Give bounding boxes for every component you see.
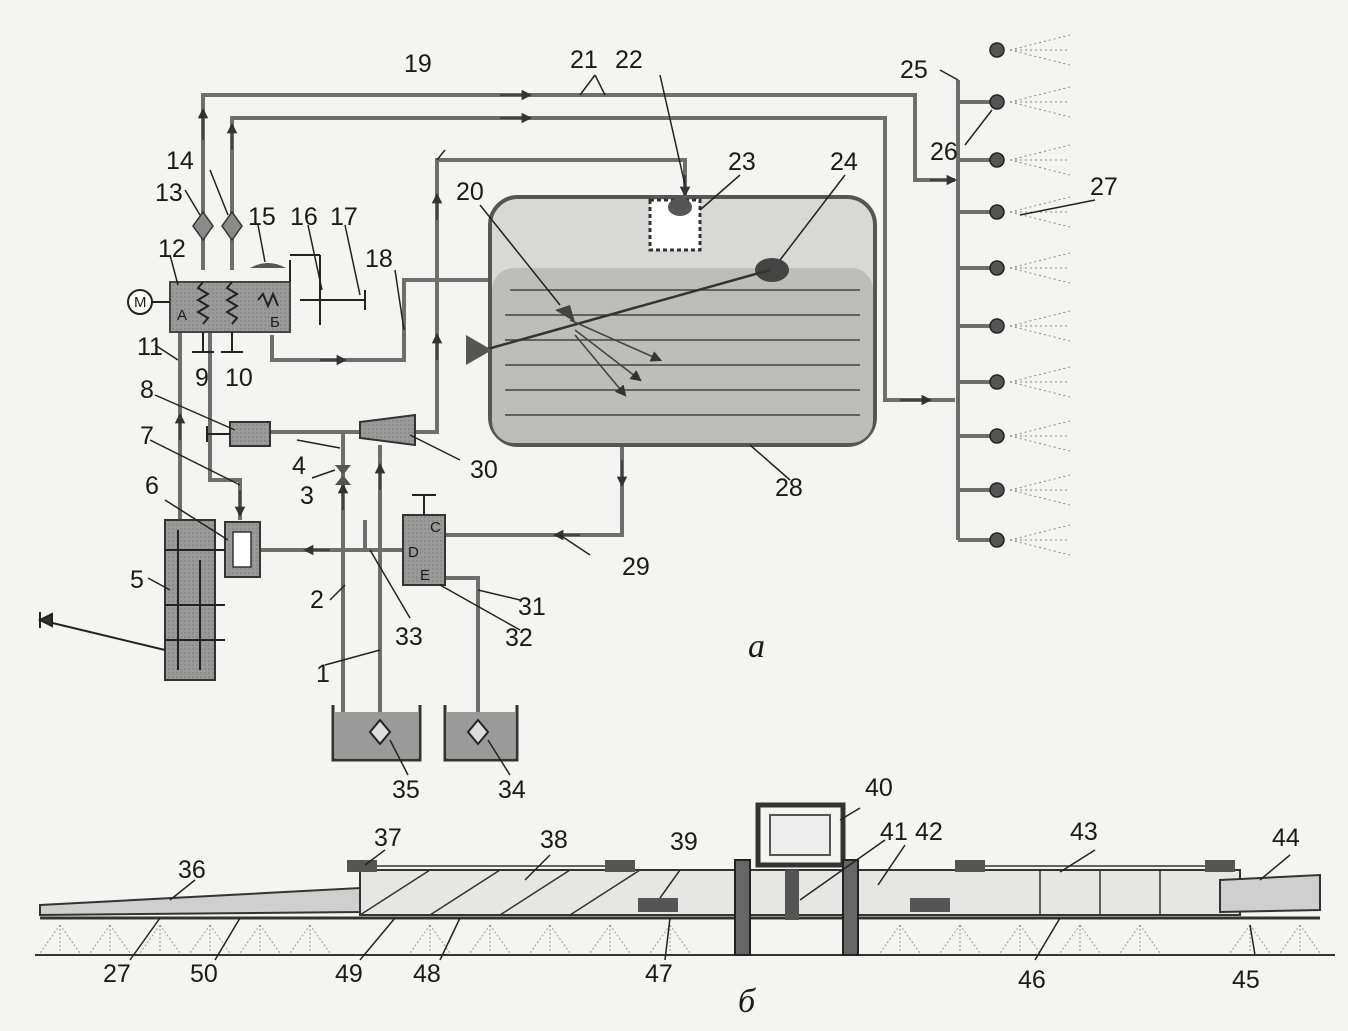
label-10: 10	[225, 364, 253, 392]
label-19: 19	[404, 50, 432, 78]
label-29: 29	[622, 553, 650, 581]
label-33: 33	[395, 623, 423, 651]
label-23: 23	[728, 148, 756, 176]
label-25: 25	[900, 56, 928, 84]
label-34: 34	[498, 776, 526, 804]
label-31: 31	[518, 593, 546, 621]
label-5: 5	[130, 566, 144, 594]
label-b-27: 27	[103, 960, 131, 988]
label-b-44: 44	[1272, 824, 1300, 852]
label-b-46: 46	[1018, 966, 1046, 994]
label-b-36: 36	[178, 856, 206, 884]
label-32: 32	[505, 624, 533, 652]
label-14: 14	[166, 147, 194, 175]
label-2: 2	[310, 586, 324, 614]
label-b-40: 40	[865, 774, 893, 802]
letter-d: D	[408, 544, 419, 561]
label-b-37: 37	[374, 824, 402, 852]
label-16: 16	[290, 203, 318, 231]
hydraulic-circuit	[178, 80, 990, 745]
caption-a: а	[748, 628, 765, 665]
label-9: 9	[195, 364, 209, 392]
label-20: 20	[456, 178, 484, 206]
label-15: 15	[248, 203, 276, 231]
label-b-42: 42	[915, 818, 943, 846]
label-8: 8	[140, 376, 154, 404]
label-1: 1	[316, 660, 330, 688]
label-b-47: 47	[645, 960, 673, 988]
pipe-31	[445, 576, 480, 745]
label-3: 3	[300, 482, 314, 510]
pump-unit-12	[127, 210, 366, 353]
label-28: 28	[775, 474, 803, 502]
label-b-43: 43	[1070, 818, 1098, 846]
caption-b: б	[738, 983, 756, 1020]
label-12: 12	[158, 235, 186, 263]
label-27: 27	[1090, 173, 1118, 201]
label-35: 35	[392, 776, 420, 804]
label-b-38: 38	[540, 826, 568, 854]
sprayer-side-view	[35, 802, 1335, 956]
label-26: 26	[930, 138, 958, 166]
label-b-39: 39	[670, 828, 698, 856]
label-21: 21	[570, 46, 598, 74]
motor-m: M	[134, 294, 147, 311]
letter-b: Б	[270, 314, 280, 331]
letter-e: E	[420, 567, 431, 584]
label-7: 7	[140, 422, 154, 450]
tank-28	[466, 195, 877, 447]
label-22: 22	[615, 46, 643, 74]
leader-lines	[147, 69, 1096, 776]
leader-lines-b	[129, 807, 1291, 961]
label-b-49: 49	[335, 960, 363, 988]
pipe-30-out	[410, 195, 439, 434]
label-b-50: 50	[190, 960, 218, 988]
gearbox-5	[37, 519, 225, 681]
letter-c: С	[430, 519, 441, 536]
valves	[206, 413, 446, 586]
label-b-41: 41	[880, 818, 908, 846]
flow-arrows	[174, 89, 958, 556]
reservoirs	[331, 705, 519, 762]
ground-spray	[39, 924, 1321, 954]
pipe-18	[270, 278, 490, 362]
label-30: 30	[470, 456, 498, 484]
label-b-45: 45	[1232, 966, 1260, 994]
label-6: 6	[145, 472, 159, 500]
label-24: 24	[830, 148, 858, 176]
boom-nozzles	[989, 42, 1005, 548]
letter-a: A	[177, 307, 188, 324]
label-18: 18	[365, 245, 393, 273]
label-4: 4	[292, 452, 306, 480]
label-11: 11	[137, 333, 163, 361]
spray-patterns	[1009, 34, 1071, 556]
label-13: 13	[155, 179, 183, 207]
label-b-48: 48	[413, 960, 441, 988]
pipe-21a	[201, 93, 955, 270]
label-17: 17	[330, 203, 358, 231]
